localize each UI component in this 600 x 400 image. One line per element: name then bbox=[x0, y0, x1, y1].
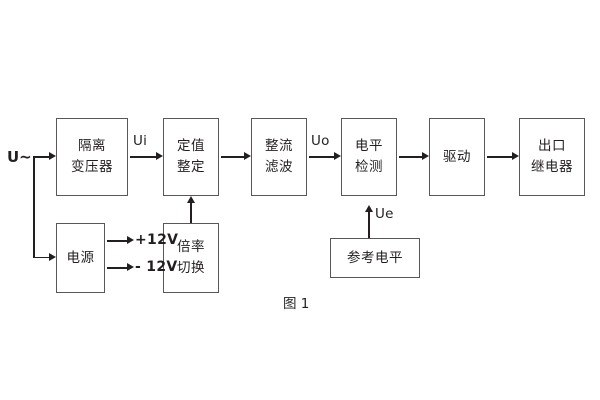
block-isolation-line-1: 隔离 bbox=[78, 138, 106, 155]
arrowhead-rectifier-to-leveldetect bbox=[334, 152, 341, 161]
block-rectifier-line-2: 滤波 bbox=[265, 159, 293, 175]
connector-reference-to-leveldetect bbox=[368, 212, 370, 238]
block-multiplier-line-1: 倍率 bbox=[177, 239, 205, 256]
label-signal-uo: Uo bbox=[311, 133, 330, 149]
block-output-relay-line-1: 出口 bbox=[538, 138, 566, 155]
connector-input-to-isolation bbox=[33, 156, 49, 158]
arrowhead-reference-to-leveldetect bbox=[364, 205, 373, 212]
label-signal-ue: Ue bbox=[375, 206, 394, 222]
arrowhead-power-rail-positive bbox=[127, 236, 134, 245]
block-reference-level: 参考电平 bbox=[330, 238, 420, 278]
connector-input-to-power bbox=[33, 256, 49, 259]
block-isolation-line-2: 变压器 bbox=[71, 159, 113, 175]
block-rectifier-filter: 整流 滤波 bbox=[251, 118, 307, 196]
connector-power-rail-positive bbox=[107, 240, 127, 242]
figure-caption: 图 1 bbox=[283, 296, 310, 312]
block-setpoint-adjust: 定值 整定 bbox=[163, 118, 219, 196]
arrowhead-isolation-to-setpoint bbox=[156, 152, 163, 161]
arrowhead-power-rail-negative bbox=[127, 263, 134, 272]
label-signal-ui: Ui bbox=[133, 133, 148, 149]
arrowhead-input-to-isolation bbox=[49, 152, 56, 161]
block-driver-line-1: 驱动 bbox=[443, 148, 471, 165]
arrowhead-setpoint-to-rectifier bbox=[244, 152, 251, 161]
block-level-detection-line-2: 检测 bbox=[355, 159, 383, 175]
connector-multiplier-to-setpoint bbox=[190, 203, 192, 223]
block-output-relay-line-2: 继电器 bbox=[531, 159, 573, 175]
block-reference-level-line-1: 参考电平 bbox=[347, 249, 403, 266]
label-rail-negative: - 12V bbox=[135, 259, 178, 275]
block-setpoint-line-1: 定值 bbox=[177, 138, 205, 155]
connector-input-bus-vertical bbox=[33, 156, 35, 258]
connector-isolation-to-setpoint bbox=[130, 156, 156, 158]
connector-power-rail-negative bbox=[107, 267, 127, 269]
connector-leveldetect-to-driver bbox=[399, 156, 422, 158]
label-rail-positive: +12V bbox=[135, 232, 179, 248]
block-rectifier-line-1: 整流 bbox=[265, 138, 293, 155]
block-driver: 驱动 bbox=[429, 118, 485, 196]
label-input-supply: U~ bbox=[7, 148, 32, 166]
connector-driver-to-outputrelay bbox=[487, 156, 512, 158]
connector-rectifier-to-leveldetect bbox=[309, 156, 334, 158]
block-level-detection-line-1: 电平 bbox=[355, 138, 383, 155]
arrowhead-leveldetect-to-driver bbox=[422, 152, 429, 161]
arrowhead-input-to-power bbox=[49, 252, 56, 261]
block-level-detection: 电平 检测 bbox=[341, 118, 397, 196]
arrowhead-multiplier-to-setpoint bbox=[186, 196, 195, 203]
block-output-relay: 出口 继电器 bbox=[519, 118, 585, 196]
block-isolation-transformer: 隔离 变压器 bbox=[56, 118, 128, 196]
arrowhead-driver-to-outputrelay bbox=[512, 152, 519, 161]
block-multiplier-line-2: 切换 bbox=[177, 260, 205, 276]
connector-setpoint-to-rectifier bbox=[221, 156, 244, 158]
block-power-supply: 电源 bbox=[56, 223, 105, 293]
block-power-supply-line-1: 电源 bbox=[66, 249, 95, 266]
block-setpoint-line-2: 整定 bbox=[177, 159, 205, 175]
block-multiplier-switch: 倍率 切换 bbox=[163, 223, 219, 293]
